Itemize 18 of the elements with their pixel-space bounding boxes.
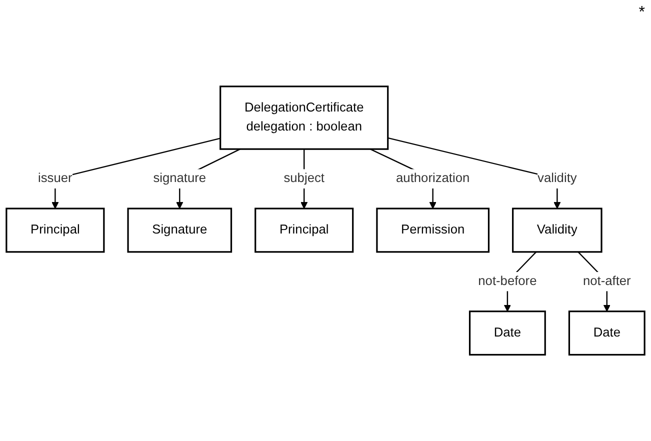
node-box: Validity [512, 208, 602, 253]
node-box: Principal [6, 208, 105, 253]
node-box: Date [468, 310, 546, 356]
edge-label: not-before [478, 274, 537, 288]
edge-label: issuer [38, 171, 72, 186]
node-box: DelegationCertificate delegation : boolean [220, 86, 389, 150]
edge-label: authorization [396, 171, 470, 186]
node-box: Date [568, 310, 646, 356]
edge-label: signature [153, 171, 206, 186]
node-box: Signature [127, 208, 232, 253]
edge-label: validity [538, 171, 577, 186]
edge-label: not-after [582, 274, 631, 288]
arrow [52, 138, 220, 209]
multiplicity-label: * [638, 4, 645, 22]
node-box: Permission [376, 208, 490, 253]
arrow [388, 137, 561, 209]
edge-label: subject [284, 171, 324, 186]
node-box: Principal [254, 208, 354, 253]
